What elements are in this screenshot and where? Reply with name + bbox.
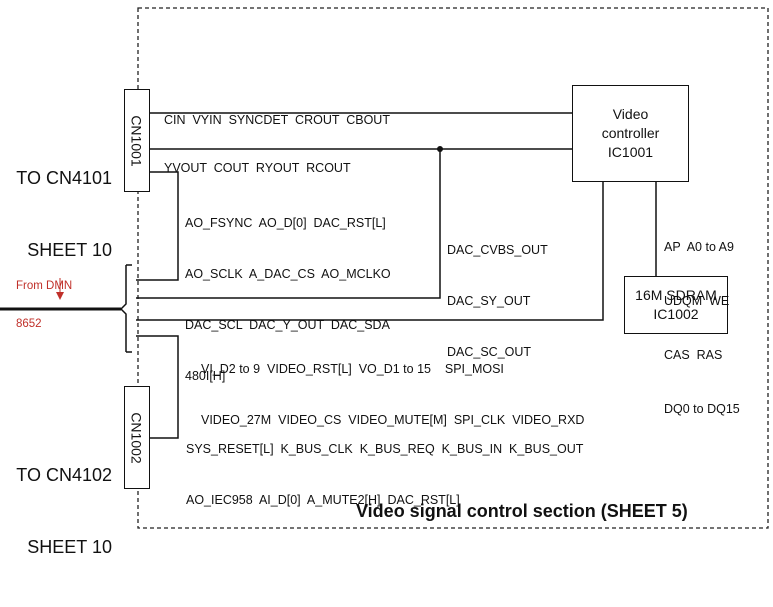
cn1001-bus-line2: YVOUT COUT RYOUT RCOUT bbox=[164, 161, 351, 175]
section-title: Video signal control section (SHEET 5) bbox=[356, 501, 688, 521]
sdram-line2: IC1002 bbox=[653, 306, 699, 322]
sdram-chip: 16M SDRAM IC1002 bbox=[624, 276, 728, 334]
sdram-bus-line3: CAS RAS bbox=[664, 348, 723, 362]
sdram-bus-line2: UDQM WE bbox=[664, 294, 730, 308]
video-bus-signals: VI_D2 to 9 VIDEO_RST[L] VO_D1 to 15 SPI_… bbox=[201, 327, 584, 463]
to-cn4102-line1: TO CN4102 bbox=[16, 465, 112, 485]
audio-dac-signals: AO_FSYNC AO_D[0] DAC_RST[L] AO_SCLK A_DA… bbox=[185, 181, 391, 419]
to-cn4102-line2: SHEET 10 bbox=[27, 537, 112, 557]
sdram-bus-line4: DQ0 to DQ15 bbox=[664, 402, 740, 416]
video-controller-line3: IC1001 bbox=[607, 144, 654, 160]
video-controller-line1: Video bbox=[612, 106, 649, 122]
dmn-bracket bbox=[119, 265, 127, 352]
red-arrow-head bbox=[56, 292, 64, 300]
video-controller-line2: controller bbox=[601, 125, 660, 141]
cn1002-bus-line1: SYS_RESET[L] K_BUS_CLK K_BUS_REQ K_BUS_I… bbox=[186, 442, 584, 456]
block-diagram: TO CN4101 SHEET 10 TO CN4102 SHEET 10 Fr… bbox=[0, 7, 769, 557]
cn1001-bus-line1: CIN VYIN SYNCDET CROUT CBOUT bbox=[164, 113, 390, 127]
cn1002-connector: CN1002 bbox=[124, 386, 150, 489]
to-cn4101-line1: TO CN4101 bbox=[16, 168, 112, 188]
audio-dac-wire bbox=[136, 171, 179, 281]
from-dmn-label: From DMN 8652 bbox=[16, 258, 72, 353]
audio-dac-line3: DAC_SCL DAC_Y_OUT DAC_SDA bbox=[185, 318, 390, 332]
sdram-bus-signals: AP A0 to A9 UDQM WE CAS RAS DQ0 to DQ15 bbox=[664, 202, 740, 454]
sdram-bus-line1: AP A0 to A9 bbox=[664, 240, 734, 254]
to-cn4101-label: TO CN4101 SHEET 10 bbox=[0, 118, 112, 310]
dac-out-line1: DAC_CVBS_OUT bbox=[447, 243, 548, 257]
cn1002-bus-wire bbox=[136, 335, 179, 439]
cn1002-label: CN1002 bbox=[129, 411, 145, 464]
cn1002-bus-line2: AO_IEC958 AI_D[0] A_MUTE2[H] DAC_RST[L] bbox=[186, 493, 460, 507]
video-bus-line2: VIDEO_27M VIDEO_CS VIDEO_MUTE[M] SPI_CLK… bbox=[201, 413, 585, 427]
cn1002-bus-signals: SYS_RESET[L] K_BUS_CLK K_BUS_REQ K_BUS_I… bbox=[186, 407, 583, 543]
sdram-line1: 16M SDRAM bbox=[635, 287, 717, 303]
cn1001-connector: CN1001 bbox=[124, 89, 150, 192]
from-dmn-line2: 8652 bbox=[16, 317, 42, 330]
dac-out-line2: DAC_SY_OUT bbox=[447, 294, 531, 308]
video-bus-line1: VI_D2 to 9 VIDEO_RST[L] VO_D1 to 15 SPI_… bbox=[201, 362, 504, 376]
wiring bbox=[0, 7, 769, 529]
audio-dac-line2: AO_SCLK A_DAC_CS AO_MCLKO bbox=[185, 267, 391, 281]
video-bus-wire bbox=[136, 182, 604, 321]
from-dmn-line1: From DMN bbox=[16, 280, 73, 292]
video-controller-chip: Video controller IC1001 bbox=[572, 85, 689, 182]
dac-out-signals: DAC_CVBS_OUT DAC_SY_OUT DAC_SC_OUT bbox=[447, 208, 548, 395]
to-cn4101-line2: SHEET 10 bbox=[27, 240, 112, 260]
cn1001-bus-signals: CIN VYIN SYNCDET CROUT CBOUT YVOUT COUT … bbox=[164, 80, 390, 208]
audio-dac-line1: AO_FSYNC AO_D[0] DAC_RST[L] bbox=[185, 216, 386, 230]
to-cn4102-label: TO CN4102 SHEET 10 bbox=[0, 415, 112, 607]
dac-out-line3: DAC_SC_OUT bbox=[447, 345, 532, 359]
dac-out-wire bbox=[136, 149, 441, 299]
section-boundary bbox=[137, 7, 769, 529]
audio-dac-line4: 480I[H] bbox=[185, 369, 226, 383]
cn1001-label: CN1001 bbox=[129, 114, 145, 167]
